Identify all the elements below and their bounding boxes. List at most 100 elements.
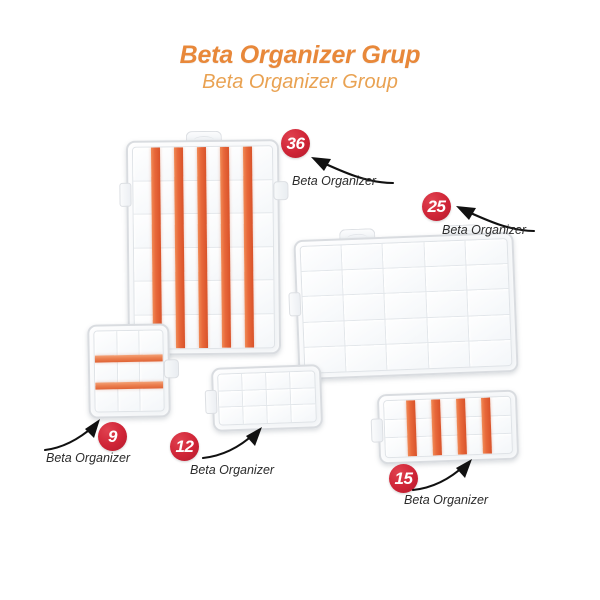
compartment-cell xyxy=(156,147,180,181)
organizer-box-25[interactable] xyxy=(288,224,519,381)
compartment-cell xyxy=(117,384,142,412)
compartment-cell xyxy=(203,247,228,281)
box-inner xyxy=(131,145,276,350)
compartment-cell xyxy=(302,295,345,323)
compartment-cell xyxy=(459,397,486,418)
compartment-cell xyxy=(140,383,164,411)
box-inner xyxy=(383,395,513,459)
compartment-cell xyxy=(410,436,437,457)
compartment-cell xyxy=(342,269,385,296)
compartment-cell xyxy=(425,265,468,293)
compartment-cell xyxy=(486,434,512,454)
compartment-cell xyxy=(179,147,203,181)
compartment-cell xyxy=(218,390,244,408)
compartment-cell xyxy=(301,270,344,298)
heading-block: Beta Organizer Grup Beta Organizer Group xyxy=(0,42,600,94)
compartment-cell xyxy=(435,435,462,456)
compartment-cell xyxy=(467,289,510,317)
compartment-cell xyxy=(343,294,386,321)
compartment-cell xyxy=(202,146,226,181)
compartment-cell xyxy=(428,341,471,369)
side-latch-icon xyxy=(288,292,302,317)
compartment-cell xyxy=(242,373,267,391)
compartment-grid xyxy=(218,371,316,425)
compartment-cell xyxy=(227,280,251,315)
compartment-cell xyxy=(134,281,158,316)
compartment-cell xyxy=(157,281,182,315)
compartment-cell xyxy=(484,396,511,417)
compartment-cell xyxy=(290,387,316,406)
compartment-cell xyxy=(384,400,410,420)
compartment-cell xyxy=(249,213,273,248)
compartment-cell xyxy=(94,331,118,359)
compartment-cell xyxy=(341,243,384,271)
compartment-cell xyxy=(266,388,292,407)
compartment-cell xyxy=(468,314,511,342)
compartment-cell xyxy=(250,280,274,315)
compartment-cell xyxy=(95,384,119,412)
compartment-cell xyxy=(94,357,118,385)
compartment-cell xyxy=(466,264,509,292)
compartment-cell xyxy=(218,373,243,392)
organizer-box-15[interactable] xyxy=(370,389,520,465)
badge-12: 12 xyxy=(170,432,199,461)
compartment-cell xyxy=(424,240,467,268)
compartment-cell xyxy=(226,213,250,248)
compartment-cell xyxy=(300,245,343,273)
compartment-cell xyxy=(134,247,158,282)
compartment-cell xyxy=(140,357,164,385)
callout-arrow-36 xyxy=(311,157,395,185)
compartment-cell xyxy=(345,344,388,372)
compartment-cell xyxy=(303,320,346,348)
compartment-cell xyxy=(469,339,512,367)
organizer-box-12[interactable] xyxy=(204,364,324,432)
compartment-cell xyxy=(250,313,275,348)
side-latch-icon xyxy=(370,418,384,443)
compartment-cell xyxy=(139,330,163,358)
compartment-cell xyxy=(435,417,461,437)
box-inner xyxy=(299,238,513,374)
compartment-cell xyxy=(179,180,204,215)
callout-arrow-25 xyxy=(456,206,536,233)
compartment-grid xyxy=(132,146,275,349)
compartment-grid xyxy=(300,239,512,373)
compartment-cell xyxy=(385,437,412,458)
compartment-cell xyxy=(248,146,273,181)
compartment-cell xyxy=(133,180,157,215)
compartment-cell xyxy=(460,416,487,436)
badge-25: 25 xyxy=(422,192,451,221)
compartment-cell xyxy=(181,314,205,349)
compartment-cell xyxy=(382,242,426,270)
compartment-cell xyxy=(225,146,250,181)
compartment-cell xyxy=(156,214,181,248)
callout-label-25: Beta Organizer xyxy=(442,223,527,237)
compartment-cell xyxy=(384,418,411,439)
compartment-cell xyxy=(227,314,251,348)
callout-arrow-15 xyxy=(411,459,472,492)
organizer-box-9[interactable] xyxy=(87,323,180,419)
compartment-cell xyxy=(266,372,291,390)
compartment-cell xyxy=(485,415,512,436)
compartment-cell xyxy=(434,398,461,419)
compartment-cell xyxy=(291,404,316,423)
compartment-cell xyxy=(117,357,141,385)
compartment-cell xyxy=(203,280,228,315)
compartment-cell xyxy=(290,371,315,389)
compartment-cell xyxy=(409,399,436,419)
compartment-cell xyxy=(204,314,228,348)
compartment-cell xyxy=(344,319,387,347)
side-clip-icon xyxy=(273,181,289,201)
side-latch-icon xyxy=(119,182,132,207)
box-inner xyxy=(93,329,165,413)
compartment-cell xyxy=(385,317,429,345)
compartment-cell xyxy=(386,342,429,370)
page-subtitle: Beta Organizer Group xyxy=(202,71,398,94)
badge-15: 15 xyxy=(389,464,418,493)
side-clip-icon xyxy=(163,359,180,379)
compartment-grid xyxy=(384,396,512,458)
compartment-grid xyxy=(94,330,164,412)
compartment-cell xyxy=(179,214,204,248)
badge-36: 36 xyxy=(281,129,310,158)
compartment-cell xyxy=(249,179,273,214)
